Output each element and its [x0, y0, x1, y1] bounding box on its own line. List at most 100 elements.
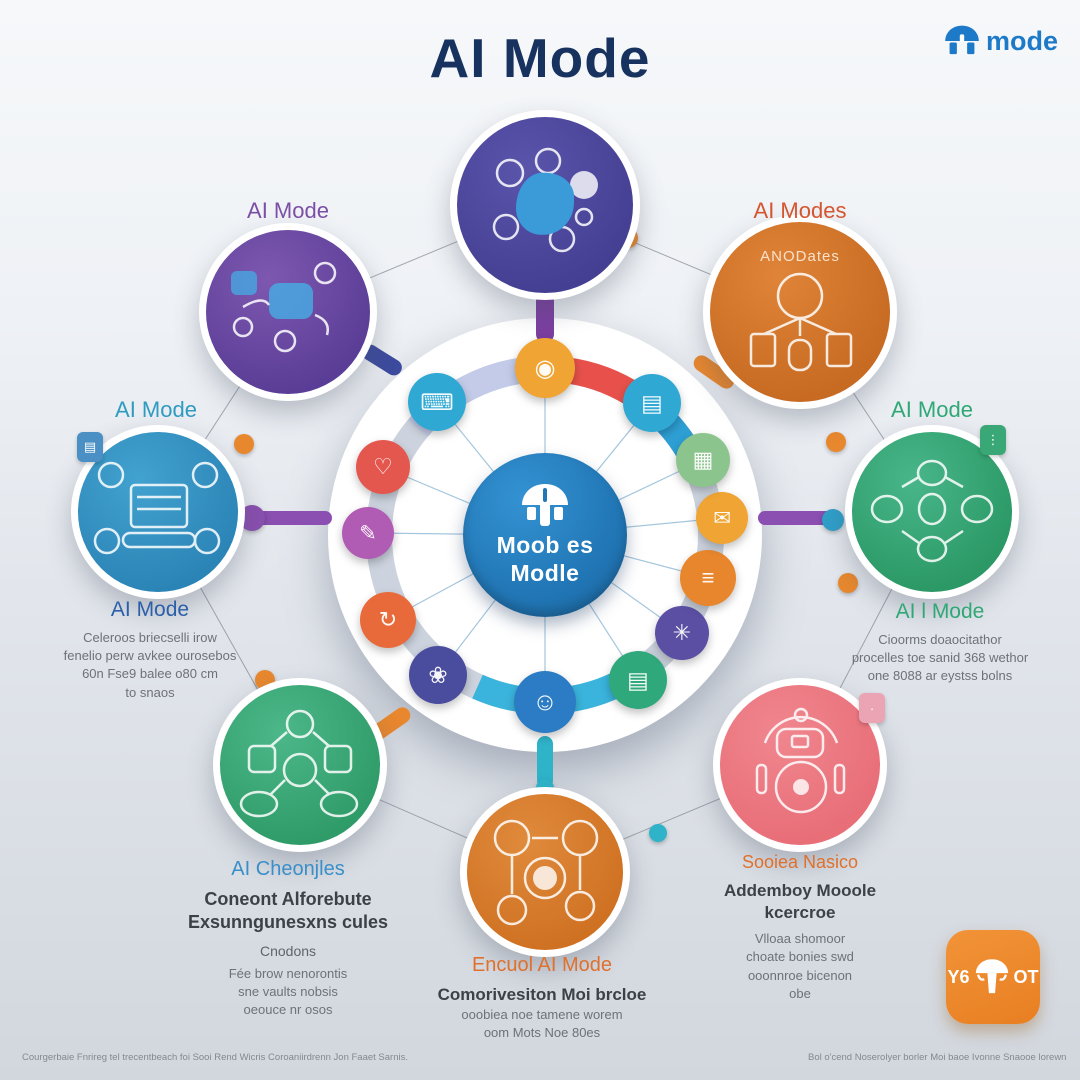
- doc-node-glyph: ▤: [641, 389, 663, 416]
- label-right: AI Mode: [891, 397, 973, 422]
- block-lower-left-line: oeouce nr osos: [243, 1002, 333, 1018]
- connector-dot: [838, 573, 858, 593]
- satellite-robot: [713, 678, 887, 852]
- heart-node: ♡: [356, 440, 410, 494]
- heart-node-glyph: ♡: [373, 454, 393, 479]
- block-left-line: to snaos: [125, 684, 175, 700]
- block-lower-left-line: sne vaults nobsis: [238, 983, 338, 999]
- text-block-bottom-right: Sooiea Nasico Addemboy Mooole kcercroe V…: [660, 852, 940, 1003]
- text-node-glyph: ▦: [692, 447, 714, 472]
- hub-label-line2: Modle: [510, 560, 580, 586]
- chat-node-glyph: ✉: [713, 506, 731, 530]
- text-block-lower-left: AI Cheonjles Coneont Alforebute Exsunngu…: [133, 858, 443, 1019]
- block-bottom-line: ooobiea noe tamene worem: [461, 1007, 623, 1023]
- connector-dot: [649, 824, 667, 842]
- satellite-process: [460, 787, 630, 957]
- pen-node: ✎: [342, 507, 394, 559]
- left-circle-badge: ▤: [77, 432, 103, 462]
- block-right-heading: AI l Mode: [895, 600, 985, 623]
- star-node-glyph: ✳: [672, 620, 692, 645]
- satellite-org-chart: ANODates: [703, 215, 897, 409]
- block-bottom-bold: Comorivesiton Moi brcloe: [437, 985, 647, 1004]
- panda-node: ☺: [514, 671, 576, 733]
- doodle-faces-icon: [870, 459, 994, 563]
- doodle-flowchart-icon: [239, 709, 359, 817]
- cake-node-glyph: ▤: [627, 666, 649, 693]
- text-block-bottom: Encuol AI Mode Comorivesiton Moi brcloe …: [387, 954, 697, 1042]
- pink-badge: ·: [859, 693, 885, 723]
- page-title: AI Mode: [429, 27, 651, 89]
- block-lower-left-line: Fée brow nenorontis: [228, 965, 348, 981]
- laptop-node: ⌨: [408, 373, 466, 431]
- block-bottom-line: oom Mots Noe 80es: [483, 1025, 601, 1041]
- refresh-node: ↻: [360, 592, 416, 648]
- label-left: AI Mode: [115, 397, 197, 422]
- connector-stub: [537, 736, 553, 788]
- camera-node: ◉: [515, 338, 575, 398]
- block-bottom-right-bold: Addemboy Mooole: [723, 881, 877, 900]
- connector-dot: [234, 434, 254, 454]
- app-icon-left-text: Y6: [947, 966, 970, 987]
- connector-dot: [826, 432, 846, 452]
- block-bottom-right-line: ooonnroe bicenon: [747, 967, 853, 983]
- label-upper-left: AI Mode: [247, 198, 329, 223]
- block-bottom-right-line: obe: [789, 985, 811, 1001]
- hub-mode-logo-icon: [522, 484, 568, 527]
- mode-umbrella-icon: [945, 25, 979, 55]
- app-icon: Y6 OT: [946, 930, 1040, 1024]
- connector-dot: [822, 509, 844, 531]
- block-right-line: procelles toe sanid 368 wethor: [851, 650, 1029, 666]
- block-left-line: 60n Fse9 balee o80 cm: [82, 666, 218, 682]
- block-lower-left-heading: AI Cheonjles: [231, 858, 345, 880]
- flower-node-glyph: ❀: [428, 661, 448, 688]
- block-lower-left-bold: Coneont Alforebute: [204, 889, 372, 909]
- block-bottom-right-line: Vlloaa shomoor: [754, 931, 846, 947]
- app-icon-right-text: OT: [1013, 966, 1039, 987]
- list-node-glyph: ≡: [701, 565, 715, 590]
- doodle-org-chart-icon: [749, 272, 853, 372]
- flower-node: ❀: [409, 646, 467, 704]
- doc-node: ▤: [623, 374, 681, 432]
- laptop-node-glyph: ⌨: [420, 388, 454, 415]
- block-bottom-right-line: choate bonies swd: [746, 949, 854, 965]
- hub-label: Moob es Modle: [497, 532, 594, 587]
- text-block-left: AI Mode Celeroos briecselli irow fenelio…: [5, 598, 295, 702]
- satellite-flowchart: [213, 678, 387, 852]
- camera-node-glyph: ◉: [534, 354, 556, 382]
- brand-logo: mode: [943, 24, 1058, 58]
- block-left-line: Celeroos briecselli irow: [83, 630, 217, 645]
- star-node: ✳: [655, 606, 709, 660]
- app-icon-mode-glyph: [975, 959, 1008, 994]
- block-bottom-right-bold: kcercroe: [764, 903, 836, 923]
- block-left-heading: AI Mode: [110, 598, 190, 621]
- doodle-robot-icon: [755, 707, 846, 813]
- block-lower-left-mid: Cnodons: [259, 942, 317, 959]
- footer-left-text: Courgerbaie Fnrireg tel trecentbeach foi…: [22, 1052, 408, 1063]
- pen-node-glyph: ✎: [359, 521, 377, 545]
- block-bottom-right-heading: Sooiea Nasico: [741, 852, 859, 872]
- chat-node: ✉: [696, 492, 748, 544]
- text-node: ▦: [676, 433, 730, 487]
- blue-head-blob: [516, 172, 574, 235]
- label-upper-right: AI Modes: [753, 198, 847, 223]
- center-hub: Moob es Modle: [463, 453, 627, 617]
- block-bottom-heading: Encuol AI Mode: [471, 954, 613, 976]
- block-lower-left-bold: Exsunngunesxns cules: [187, 912, 389, 933]
- panda-node-glyph: ☺: [532, 687, 558, 716]
- refresh-node-glyph: ↻: [378, 607, 398, 632]
- block-right-line: one 8088 ar eystss bolns: [867, 668, 1013, 684]
- connector-stub: [252, 511, 332, 525]
- satellite-chat: [199, 223, 377, 401]
- connector-stub: [757, 511, 833, 525]
- text-block-right: AI l Mode Cioorms doaocitathor procelles…: [800, 600, 1080, 686]
- footer-right-text: Bol o'cend Noserolyer borler Moi baoe Iv…: [808, 1052, 1067, 1063]
- satellite-ai-brain: [450, 110, 640, 300]
- list-node: ≡: [680, 550, 736, 606]
- satellite-inner-text: ANODates: [760, 248, 840, 265]
- right-circle-badge: ⋮: [980, 425, 1006, 455]
- block-right-line: Cioorms doaocitathor: [878, 632, 1002, 647]
- brand-text: mode: [985, 25, 1058, 56]
- doodle-chat-icon: [231, 261, 337, 352]
- hub-label-line1: Moob es: [496, 532, 594, 559]
